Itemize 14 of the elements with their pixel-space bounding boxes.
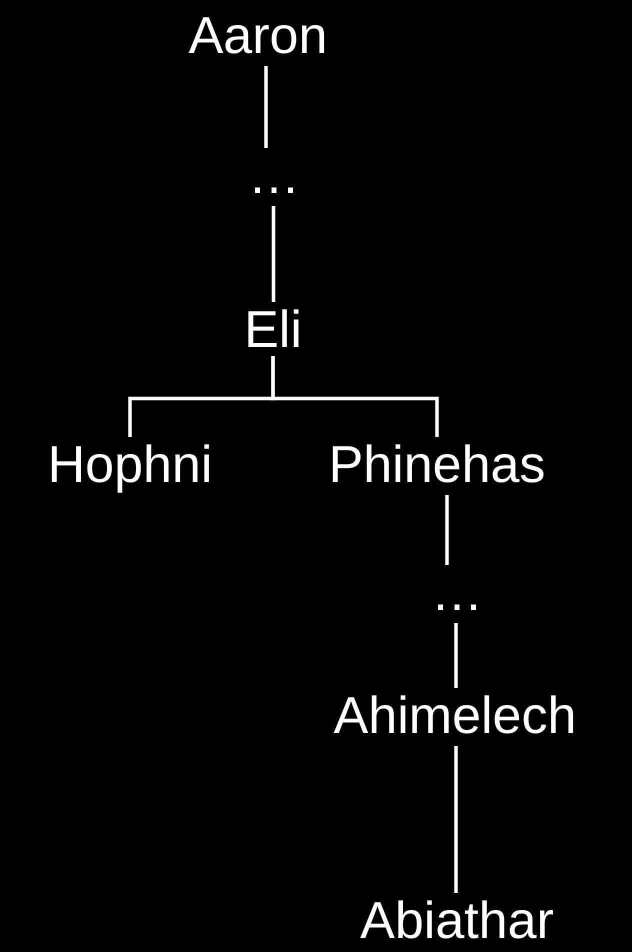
connector-line (272, 206, 276, 302)
name-text: Ahimelech (334, 688, 576, 744)
connector-line (454, 746, 458, 893)
name-text: Aaron (188, 8, 328, 64)
name-text: Hophni (48, 437, 212, 493)
name-text: … (431, 565, 483, 621)
connector-line (445, 495, 449, 565)
name-text: … (248, 148, 300, 204)
name-text: Abiathar (360, 893, 554, 949)
name-text: Eli (244, 302, 302, 358)
connector-line (454, 623, 458, 688)
name-text: Phinehas (328, 437, 546, 493)
connector-line (264, 66, 268, 148)
connector-line (271, 356, 439, 437)
